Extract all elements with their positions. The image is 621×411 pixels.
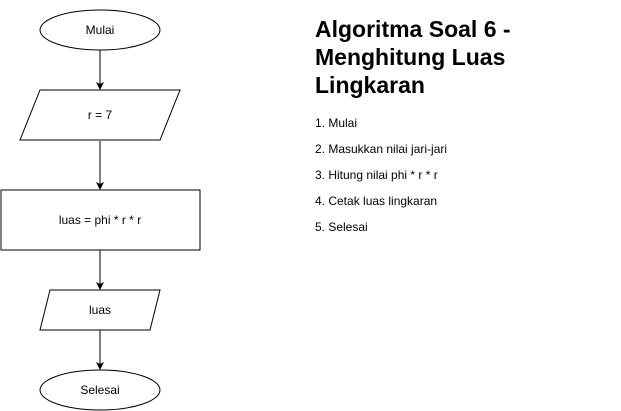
input-data-shape (19, 89, 181, 141)
node-end: Selesai (39, 369, 161, 411)
node-output: luas (39, 289, 161, 331)
output-data-shape (39, 289, 161, 331)
flowchart: Mulai r = 7 luas = phi * r * r luas Sele… (0, 9, 201, 411)
step-item: 5. Selesai (315, 220, 368, 234)
step-item: 3. Hitung nilai phi * r * r (315, 168, 438, 182)
node-process: luas = phi * r * r (0, 189, 201, 251)
page-title: Algoritma Soal 6 - Menghitung Luas Lingk… (315, 16, 511, 98)
process-shape (0, 189, 201, 251)
start-terminator-shape (39, 9, 161, 51)
algorithm-steps-list: 1. Mulai 2. Masukkan nilai jari-jari 3. … (315, 116, 447, 246)
end-label: Selesai (80, 383, 119, 397)
process-label: luas = phi * r * r (59, 213, 141, 227)
step-item: 4. Cetak luas lingkaran (315, 194, 438, 208)
node-start: Mulai (39, 9, 161, 51)
node-input: r = 7 (19, 89, 181, 141)
step-item: 2. Masukkan nilai jari-jari (315, 142, 448, 156)
step-item: 1. Mulai (315, 116, 358, 130)
input-label: r = 7 (88, 108, 113, 122)
start-label: Mulai (86, 23, 115, 37)
end-terminator-shape (39, 369, 161, 411)
output-label: luas (89, 303, 111, 317)
